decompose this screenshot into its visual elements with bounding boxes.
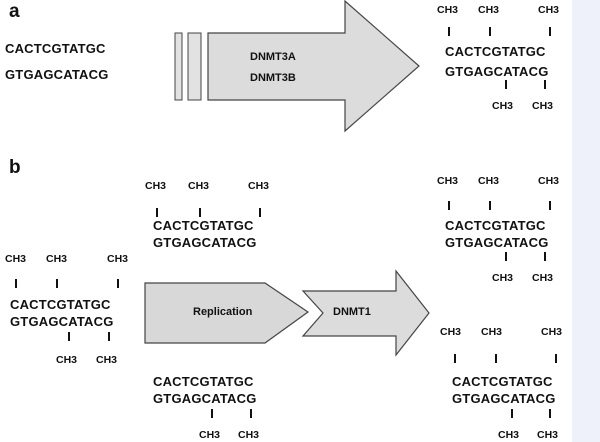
methyl-label: CH3 (437, 175, 459, 187)
methyl-label: CH3 (492, 100, 514, 112)
methyl-bond (68, 332, 70, 341)
methyl-bond (489, 201, 491, 210)
methyl-bond (250, 409, 252, 418)
methyl-bond (56, 279, 58, 288)
methyl-bond (199, 208, 201, 217)
methyl-bond (549, 409, 551, 418)
parent-bottom-strand: GTGAGCATACG (10, 314, 114, 329)
methyl-label: CH3 (437, 4, 459, 16)
page-margin-strip (572, 0, 600, 442)
methyl-label: CH3 (541, 326, 563, 338)
methyl-label: CH3 (440, 326, 462, 338)
daughter-top-strand-b: GTGAGCATACG (153, 235, 257, 250)
result-bottom-strand-b: GTGAGCATACG (452, 391, 556, 406)
result-top-strand-a: CACTCGTATGC (445, 218, 546, 233)
methyl-bond (156, 208, 158, 217)
output-bottom-strand: GTGAGCATACG (445, 64, 549, 79)
methyl-label: CH3 (532, 100, 554, 112)
methyl-bond (108, 332, 110, 341)
methyl-label: CH3 (498, 429, 520, 441)
methyl-label: CH3 (238, 429, 260, 441)
daughter-top-strand-a: CACTCGTATGC (153, 218, 254, 233)
methyl-bond (489, 27, 491, 36)
methyl-bond (448, 201, 450, 210)
dnmt1-arrow (301, 269, 430, 357)
enzyme-label-dnmt1: DNMT1 (333, 306, 371, 318)
methyl-label: CH3 (107, 253, 129, 265)
replication-arrow (144, 282, 310, 344)
daughter-bottom-strand-a: CACTCGTATGC (153, 374, 254, 389)
methyl-label: CH3 (478, 175, 500, 187)
methyl-label: CH3 (46, 253, 68, 265)
methyl-label: CH3 (538, 4, 560, 16)
methyl-label: CH3 (537, 429, 559, 441)
methyl-label: CH3 (532, 272, 554, 284)
methyl-bond (549, 27, 551, 36)
methyl-bond (544, 80, 546, 89)
methyl-bond (544, 252, 546, 261)
methyl-label: CH3 (145, 180, 167, 192)
methyl-label: CH3 (96, 354, 118, 366)
daughter-bottom-strand-b: GTGAGCATACG (153, 391, 257, 406)
methyl-bond (555, 354, 557, 363)
methyl-bond (117, 279, 119, 288)
enzyme-label-dnmt3a: DNMT3A (250, 51, 296, 63)
input-bottom-strand: GTGAGCATACG (5, 67, 109, 82)
methyl-bond (448, 27, 450, 36)
methyl-label: CH3 (188, 180, 210, 192)
methyl-label: CH3 (248, 180, 270, 192)
methyl-bond (454, 354, 456, 363)
panel-label-b: b (9, 157, 21, 178)
methyl-bond (549, 201, 551, 210)
methyl-bond (211, 409, 213, 418)
input-top-strand: CACTCGTATGC (5, 41, 106, 56)
enzyme-label-dnmt3b: DNMT3B (250, 72, 296, 84)
methyl-bond (15, 279, 17, 288)
methyl-label: CH3 (492, 272, 514, 284)
methyl-bond (505, 80, 507, 89)
parent-top-strand: CACTCGTATGC (10, 297, 111, 312)
result-top-strand-b: GTGAGCATACG (445, 235, 549, 250)
methyl-bond (511, 409, 513, 418)
methyl-label: CH3 (538, 175, 560, 187)
membrane-bar-right (187, 32, 202, 101)
methyl-label: CH3 (199, 429, 221, 441)
methyl-label: CH3 (481, 326, 503, 338)
dnmt3-arrow (207, 0, 420, 133)
methyl-bond (505, 252, 507, 261)
replication-label: Replication (193, 306, 253, 318)
result-bottom-strand-a: CACTCGTATGC (452, 374, 553, 389)
methyl-label: CH3 (5, 253, 27, 265)
methyl-bond (495, 354, 497, 363)
panel-label-a: a (9, 1, 20, 22)
output-top-strand: CACTCGTATGC (445, 44, 546, 59)
methyl-label: CH3 (478, 4, 500, 16)
membrane-bar-left (174, 32, 183, 101)
methyl-label: CH3 (56, 354, 78, 366)
methyl-bond (259, 208, 261, 217)
